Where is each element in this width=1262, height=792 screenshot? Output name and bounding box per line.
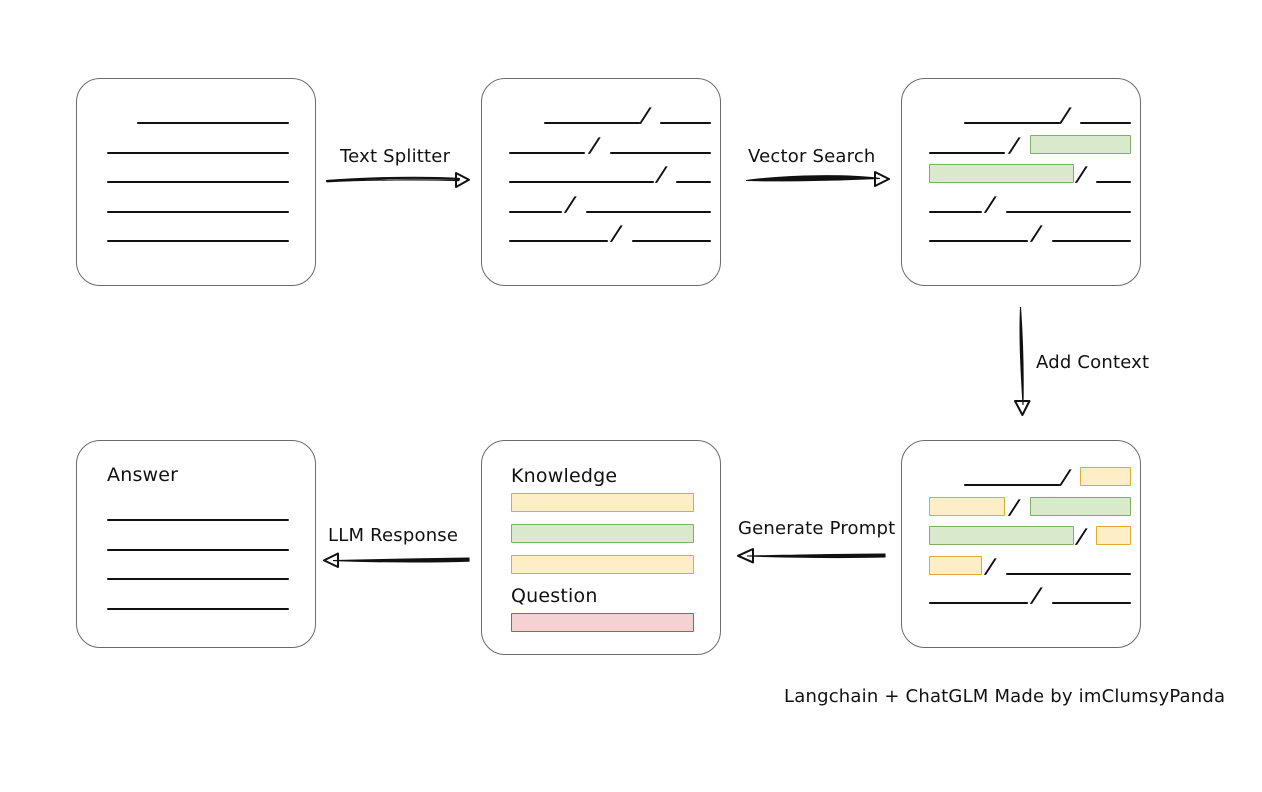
text-underline [964,122,1060,125]
text-underline [676,181,711,184]
chunk-separator-slash: / [1076,524,1087,548]
text-underline [107,519,289,522]
node-prompt[interactable]: Knowledge Question [481,440,721,655]
prompt-knowledge-label: Knowledge [511,465,618,487]
highlight-green-chunk [929,164,1074,183]
answer-title: Answer [107,464,179,486]
prompt-bar-yellow [511,493,694,512]
text-underline [1006,572,1131,575]
text-underline [107,548,289,551]
chunk-separator-slash: / [640,103,651,127]
text-underline [544,122,640,125]
prompt-bar-yellow [511,555,694,574]
highlight-green-chunk [1030,496,1131,516]
text-underline [107,151,289,154]
text-underline [929,210,982,213]
text-underline [107,181,289,184]
node-split-chunks[interactable]: / / / / / [481,78,721,286]
text-underline [509,240,608,243]
highlight-yellow-chunk [1096,526,1131,545]
chunk-separator-slash: / [589,132,600,157]
chunk-separator-slash: / [611,221,622,245]
prompt-bar-green [511,524,694,543]
text-underline [586,210,711,213]
edge-label-generate-prompt: Generate Prompt [738,518,896,539]
arrow-add-context [1014,306,1031,416]
footer-credit: Langchain + ChatGLM Made by imClumsyPand… [784,686,1226,707]
text-underline [137,122,289,125]
text-underline [1006,210,1131,213]
highlight-yellow-chunk [929,555,982,575]
chunk-separator-slash: / [985,553,996,578]
text-underline [929,151,1005,154]
node-answer[interactable]: Answer [76,440,316,648]
chunk-separator-slash: / [1031,221,1042,245]
prompt-question-label: Question [511,585,598,607]
text-underline [107,607,289,610]
highlight-yellow-chunk [929,496,1005,516]
highlight-green-chunk [929,526,1074,545]
arrow-llm-response [323,552,470,568]
edge-label-add-context: Add Context [1036,352,1150,373]
text-underline [107,240,289,243]
text-underline [632,240,711,243]
chunk-separator-slash: / [565,191,576,216]
text-underline [660,122,711,125]
text-underline [509,181,654,184]
prompt-bar-red [511,613,694,632]
text-underline [509,210,562,213]
chunk-separator-slash: / [985,191,996,216]
chunk-separator-slash: / [656,162,667,186]
chunk-separator-slash: / [1076,162,1087,186]
text-underline [1052,602,1131,605]
text-underline [107,578,289,581]
chunk-separator-slash: / [1009,132,1020,157]
node-vector-matches[interactable]: / / / / / [901,78,1141,286]
text-underline [107,210,289,213]
text-underline [1096,181,1131,184]
arrow-text-splitter [325,172,470,188]
edge-label-text-splitter: Text Splitter [340,146,451,167]
text-underline [929,240,1028,243]
chunk-separator-slash: / [1031,583,1042,607]
text-underline [1052,240,1131,243]
chunk-separator-slash: / [1060,103,1071,127]
node-context-added[interactable]: / / / / / [901,440,1141,648]
edge-label-llm-response: LLM Response [328,525,459,546]
text-underline [964,484,1060,487]
text-underline [929,602,1028,605]
highlight-green-chunk [1030,134,1131,154]
text-underline [1080,122,1131,125]
node-source-document[interactable] [76,78,316,286]
text-underline [509,151,585,154]
arrow-generate-prompt [737,548,886,564]
highlight-yellow-chunk [1080,467,1131,486]
text-underline [610,151,711,154]
chunk-separator-slash: / [1009,494,1020,519]
arrow-vector-search [745,171,890,187]
chunk-separator-slash: / [1060,465,1071,489]
edge-label-vector-search: Vector Search [748,146,876,167]
